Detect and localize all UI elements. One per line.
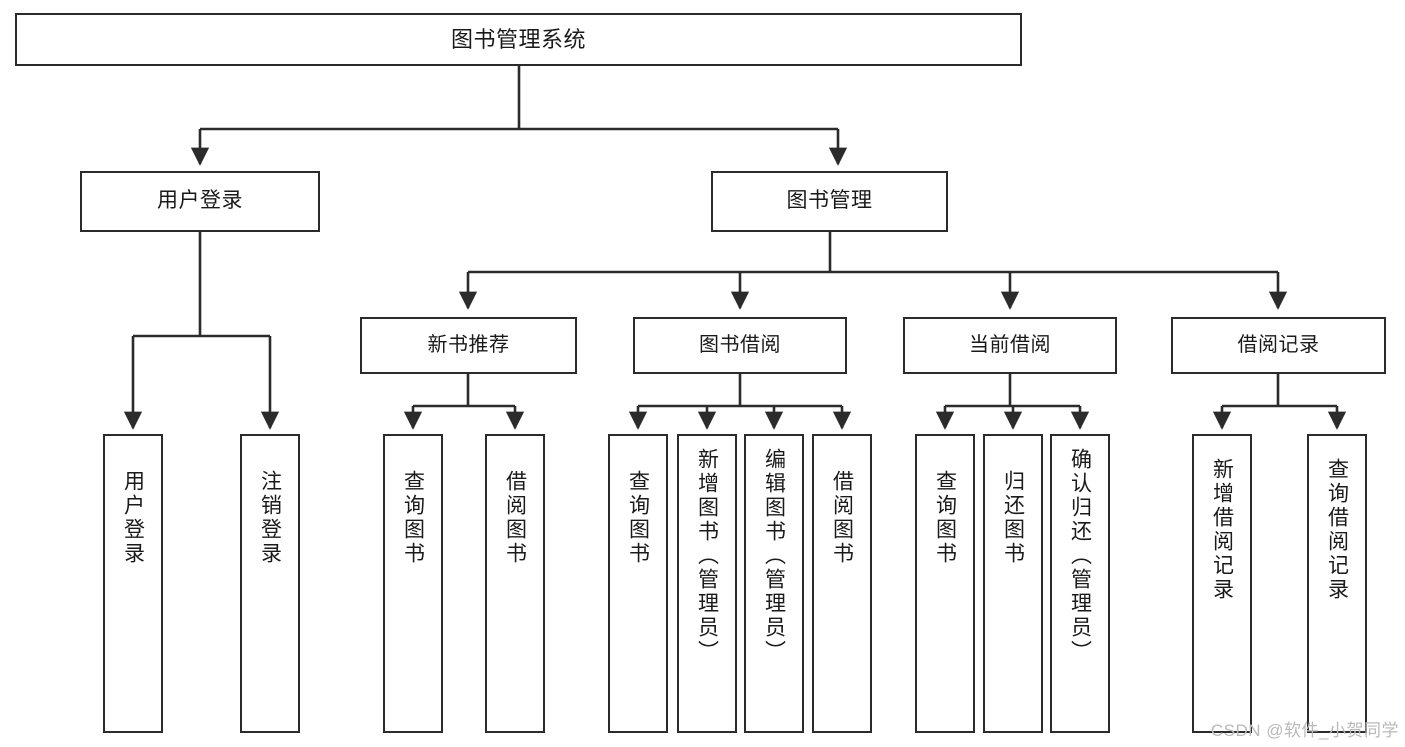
node-leaf-logout-label: 注销登录 xyxy=(258,470,282,566)
node-root-label: 图书管理系统 xyxy=(450,26,586,52)
node-root[interactable]: 图书管理系统 xyxy=(15,13,1022,66)
node-leaf-query-record-label: 查询借阅记录 xyxy=(1325,458,1349,602)
node-leaf-query-book-1[interactable]: 查询图书 xyxy=(383,434,443,733)
node-borrow-record-label: 借阅记录 xyxy=(1237,333,1320,356)
node-leaf-borrow-book-2[interactable]: 借阅图书 xyxy=(812,434,872,733)
node-leaf-borrow-book-1[interactable]: 借阅图书 xyxy=(485,434,545,733)
node-leaf-edit-book[interactable]: 编辑图书（管理员） xyxy=(744,434,804,733)
node-user-login-label: 用户登录 xyxy=(157,189,243,213)
node-leaf-add-record-label: 新增借阅记录 xyxy=(1210,458,1234,602)
node-leaf-add-book[interactable]: 新增图书（管理员） xyxy=(677,434,737,733)
node-leaf-confirm-return[interactable]: 确认归还（管理员） xyxy=(1050,434,1110,733)
node-leaf-confirm-return-label: 确认归还（管理员） xyxy=(1068,448,1092,664)
node-leaf-borrow-book-2-label: 借阅图书 xyxy=(830,470,854,566)
node-leaf-logout[interactable]: 注销登录 xyxy=(240,434,300,733)
node-new-book-recommend[interactable]: 新书推荐 xyxy=(360,317,577,374)
node-leaf-return-book[interactable]: 归还图书 xyxy=(983,434,1043,733)
node-book-borrow-label: 图书借阅 xyxy=(699,333,781,356)
node-leaf-add-book-label: 新增图书（管理员） xyxy=(695,448,719,664)
node-leaf-user-login-label: 用户登录 xyxy=(121,470,145,566)
node-leaf-query-book-1-label: 查询图书 xyxy=(401,470,425,566)
node-new-book-recommend-label: 新书推荐 xyxy=(427,333,510,356)
node-borrow-record[interactable]: 借阅记录 xyxy=(1171,317,1386,374)
node-book-borrow[interactable]: 图书借阅 xyxy=(633,317,847,374)
node-user-login[interactable]: 用户登录 xyxy=(80,171,320,232)
node-leaf-query-book-2[interactable]: 查询图书 xyxy=(608,434,668,733)
node-leaf-return-book-label: 归还图书 xyxy=(1001,470,1025,566)
node-leaf-query-record[interactable]: 查询借阅记录 xyxy=(1307,434,1367,733)
node-leaf-edit-book-label: 编辑图书（管理员） xyxy=(762,448,786,664)
node-current-borrow-label: 当前借阅 xyxy=(969,333,1051,356)
csdn-watermark: CSDN @软件_小贺同学 xyxy=(1210,721,1399,740)
node-book-manage-label: 图书管理 xyxy=(786,189,873,213)
node-leaf-borrow-book-1-label: 借阅图书 xyxy=(503,470,527,566)
node-current-borrow[interactable]: 当前借阅 xyxy=(903,317,1117,374)
node-leaf-query-book-2-label: 查询图书 xyxy=(626,470,650,566)
node-leaf-query-book-3[interactable]: 查询图书 xyxy=(915,434,975,733)
node-leaf-query-book-3-label: 查询图书 xyxy=(933,470,957,566)
node-leaf-add-record[interactable]: 新增借阅记录 xyxy=(1192,434,1252,733)
node-leaf-user-login[interactable]: 用户登录 xyxy=(103,434,163,733)
node-book-manage[interactable]: 图书管理 xyxy=(711,171,948,232)
